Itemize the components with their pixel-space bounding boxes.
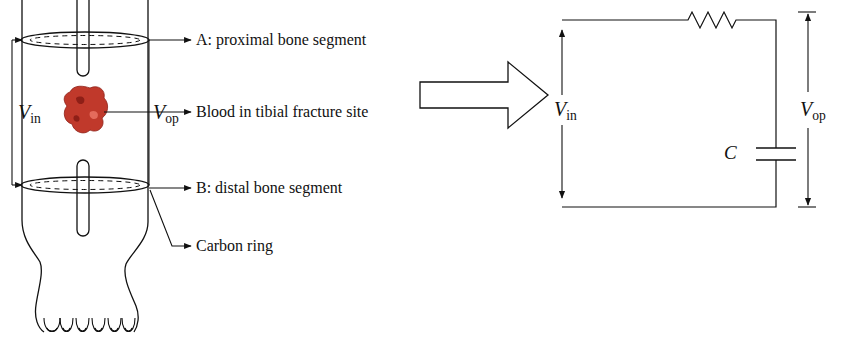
subscript: in [30, 111, 41, 126]
toenail [111, 328, 118, 331]
subscript: op [812, 108, 826, 123]
subscript: op [165, 111, 179, 126]
carbon-ring-bottom [21, 177, 149, 193]
resistor-and-top-wire [562, 12, 776, 148]
symbol-letter: V [18, 101, 30, 123]
voltage-label: Vin [18, 101, 41, 123]
toes [44, 318, 135, 332]
component-label: C [724, 143, 737, 164]
symbol-letter: V [800, 98, 812, 120]
distal-pin [77, 160, 89, 236]
voltage-label: Vop [153, 101, 179, 123]
symbol-letter: V [554, 98, 566, 120]
transform-arrow [420, 62, 548, 128]
part-label: B: distal bone segment [196, 179, 342, 197]
carbon-ring-top [21, 32, 149, 48]
toenail [95, 328, 102, 331]
proximal-pin [77, 0, 89, 76]
part-label: A: proximal bone segment [196, 31, 366, 49]
toe [76, 318, 89, 332]
part-label: Blood in tibial fracture site [196, 103, 368, 121]
rc-circuit [562, 12, 796, 207]
toenail [63, 328, 70, 331]
toe [44, 318, 60, 332]
symbol-letter: V [153, 101, 165, 123]
toenail [47, 328, 57, 331]
voltage-label: Vin [552, 98, 579, 120]
blood-clot [64, 86, 107, 133]
toe [60, 318, 73, 332]
part-label: Carbon ring [196, 237, 273, 255]
voltage-label: Vop [798, 98, 828, 120]
toenail [79, 328, 86, 331]
toenail [125, 328, 132, 331]
toe [108, 318, 121, 332]
capacitor-plate [756, 147, 796, 149]
bottom-wire [562, 160, 776, 207]
leader-lines [104, 40, 191, 246]
toe [122, 318, 135, 332]
subscript: in [566, 108, 577, 123]
toe [92, 318, 105, 332]
